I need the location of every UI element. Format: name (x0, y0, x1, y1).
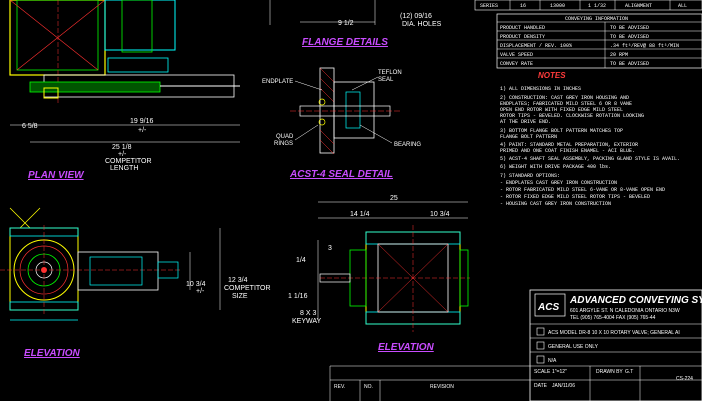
elevation-right: 25 14 1/4 10 3/4 3 1/4 1 1/16 8 X 3 KEYW… (288, 195, 470, 353)
plan-dim-len-2: LENGTH (110, 165, 138, 172)
plan-view-title: PLAN VIEW (28, 170, 85, 181)
header-cell-3: 13000 (550, 3, 565, 9)
seal-teflon: TEFLON (378, 70, 402, 76)
elev-left-dim-b: 12 3/4 (228, 277, 248, 284)
note-line-14: - ENDPLATES CAST GREY IRON CONSTRUCTION (500, 180, 617, 186)
company-logo (534, 293, 566, 317)
plan-dim-len-1: COMPETITOR (105, 158, 152, 165)
flange-holes-sub: DIA. HOLES (402, 21, 442, 28)
flange-holes: (12) 09/16 (400, 13, 432, 20)
note-line-10: PRIMED AND ONE COAT FINISH ENAMEL - ACI … (500, 148, 635, 154)
seal-detail: ENDPLATE TEFLON SEAL QUAD RINGS BEARING … (262, 67, 421, 180)
note-line-6: AT THE DRIVE END. (500, 119, 551, 125)
flange-details-title: FLANGE DETAILS (302, 37, 388, 48)
elev-right-dim-shaft: 3 (328, 245, 332, 252)
flange-details: 9 1/2 (12) 09/16 DIA. HOLES FLANGE DETAI… (269, 0, 442, 48)
tb-na: N/A (548, 358, 557, 364)
title-block: ACS ADVANCED CONVEYING SYSTEMS I 601 ARG… (329, 289, 702, 401)
conv-row-2-value: TO BE ADVISED (610, 34, 649, 40)
conveying-info-table: CONVEYING INFORMATION PRODUCT HANDLED TO… (496, 13, 702, 69)
tb-general-use: GENERAL USE ONLY (548, 344, 599, 350)
conv-row-5-value: TO BE ADVISED (610, 61, 649, 67)
note-line-4: OPEN END ROTOR WITH FIXED EDGE MILD STEE… (500, 107, 623, 113)
elevation-left-title: ELEVATION (24, 348, 81, 359)
elev-right-key-1: 8 X 3 (300, 310, 316, 317)
tb-date-label: DATE (534, 383, 548, 389)
elev-right-key-2: KEYWAY (292, 318, 322, 325)
header-cell-5: ALIGNMENT (625, 3, 652, 9)
note-line-17: - HOUSING CAST GREY IRON CONSTRUCTION (500, 201, 611, 207)
tb-no-label: NO. (364, 384, 373, 390)
tb-description: ACS MODEL DR-8 10 X 10 ROTARY VALVE; GEN… (548, 330, 680, 336)
elev-left-dim-b-1: COMPETITOR (224, 285, 271, 292)
notes-title: NOTES (538, 71, 566, 80)
elevation-right-title: ELEVATION (378, 342, 435, 353)
plan-dim-left: 6 5/8 (22, 123, 38, 130)
conv-row-1-label: PRODUCT HANDLED (500, 25, 545, 31)
note-line-2: 2) CONSTRUCTION: CAST GREY IRON HOUSING … (500, 95, 629, 101)
seal-bearing: BEARING (394, 142, 421, 148)
plan-view: 6 5/8 19 9/16 +/- 25 1/8 +/- COMPETITOR … (9, 0, 240, 181)
plan-dim-mid-tol: +/- (138, 127, 147, 134)
conv-row-4-label: VALVE SPEED (500, 52, 533, 58)
note-line-3: ENDPLATES; FABRICATED MILD STEEL 6 OR 8 … (500, 101, 632, 107)
conv-row-3-label: DISPLACEMENT / REV. 100% (500, 43, 572, 49)
conveying-info-title: CONVEYING INFORMATION (565, 16, 628, 22)
note-line-7: 3) BOTTOM FLANGE BOLT PATTERN MATCHES TO… (500, 128, 623, 134)
note-line-12: 6) WEIGHT WITH DRIVE PACKAGE 400 lbs. (500, 164, 611, 170)
flange-dim-bolt: 9 1/2 (338, 20, 354, 27)
tb-drawn-label: DRAWN BY (596, 369, 623, 375)
note-line-13: 7) STANDARD OPTIONS: (500, 173, 560, 179)
header-strip: SERIES 16 13000 1 1/32 ALIGNMENT ALL (474, 0, 702, 11)
seal-detail-title: ACST-4 SEAL DETAIL (289, 169, 393, 180)
note-line-9: 4) PAINT: STANDARD METAL PREPARATION, EX… (500, 142, 638, 148)
note-line-8: FLANGE BOLT PATTERN (500, 134, 557, 140)
tb-rev-label: REV. (334, 384, 345, 390)
conv-row-2-label: PRODUCT DENSITY (500, 34, 545, 40)
company-address-2: TEL (905) 765-4004 FAX (905) 765-44 (570, 315, 656, 321)
company-name: ADVANCED CONVEYING SYSTEMS I (569, 295, 702, 306)
header-cell-1: SERIES (480, 3, 498, 9)
note-line-11: 5) ACST-4 SHAFT SEAL ASSEMBLY, PACKING G… (500, 156, 680, 162)
notes: NOTES 1) ALL DIMENSIONS IN INCHES 2) CON… (500, 71, 680, 207)
seal-seal: SEAL (378, 77, 394, 83)
tb-date-value: JAN/11/06 (552, 383, 575, 389)
company-logo-mark: ACS (537, 302, 559, 313)
seal-quad: QUAD (276, 134, 294, 140)
plan-dim-len-tol: +/- (118, 151, 127, 158)
conv-row-3-value: .34 ft³/REV@ 88 ft³/MIN (610, 43, 679, 49)
tb-revision-label: REVISION (430, 384, 454, 390)
note-line-5: ROTOR TIPS - BEVELED. CLOCKWISE ROTATION… (500, 113, 644, 119)
seal-rings: RINGS (274, 141, 293, 147)
tb-scale-value: 1"=12" (552, 369, 567, 375)
elev-left-dim-b-2: SIZE (232, 293, 248, 300)
conv-row-1-value: TO BE ADVISED (610, 25, 649, 31)
elev-right-dim-small: 1/4 (296, 257, 306, 264)
elev-right-dim-overall: 25 (390, 195, 398, 202)
elev-right-dim-right: 10 3/4 (430, 211, 450, 218)
tb-scale-label: SCALE (534, 369, 551, 375)
conv-row-5-label: CONVEY RATE (500, 61, 533, 67)
plan-dim-len: 25 1/8 (112, 144, 132, 151)
header-cell-2: 16 (520, 3, 526, 9)
note-line-15: - ROTOR FABRICATED MILD STEEL 6-VANE OR … (500, 187, 665, 193)
header-cell-4: 1 1/32 (588, 3, 606, 9)
seal-endplate: ENDPLATE (262, 79, 293, 85)
elev-left-dim-a: 10 3/4 (186, 281, 206, 288)
tb-dwg-no: CS-224 (676, 376, 693, 382)
plan-dim-mid: 19 9/16 (130, 118, 153, 125)
tb-drawn-value: G.T (625, 369, 633, 375)
header-cell-6: ALL (678, 3, 687, 9)
note-line-16: - ROTOR FIXED EDGE MILD STEEL ROTOR TIPS… (500, 194, 650, 200)
elev-left-dim-a-tol: +/- (196, 288, 205, 295)
company-address-1: 601 ARGYLE ST. N CALEDONIA ONTARIO N3W (570, 308, 680, 314)
conv-row-4-value: 20 RPM (610, 52, 628, 58)
elevation-left: 10 3/4 +/- 12 3/4 COMPETITOR SIZE ELEVAT… (0, 207, 271, 359)
elev-right-dim-key: 1 1/16 (288, 293, 308, 300)
note-line-1: 1) ALL DIMENSIONS IN INCHES (500, 86, 581, 92)
elev-right-dim-left: 14 1/4 (350, 211, 370, 218)
